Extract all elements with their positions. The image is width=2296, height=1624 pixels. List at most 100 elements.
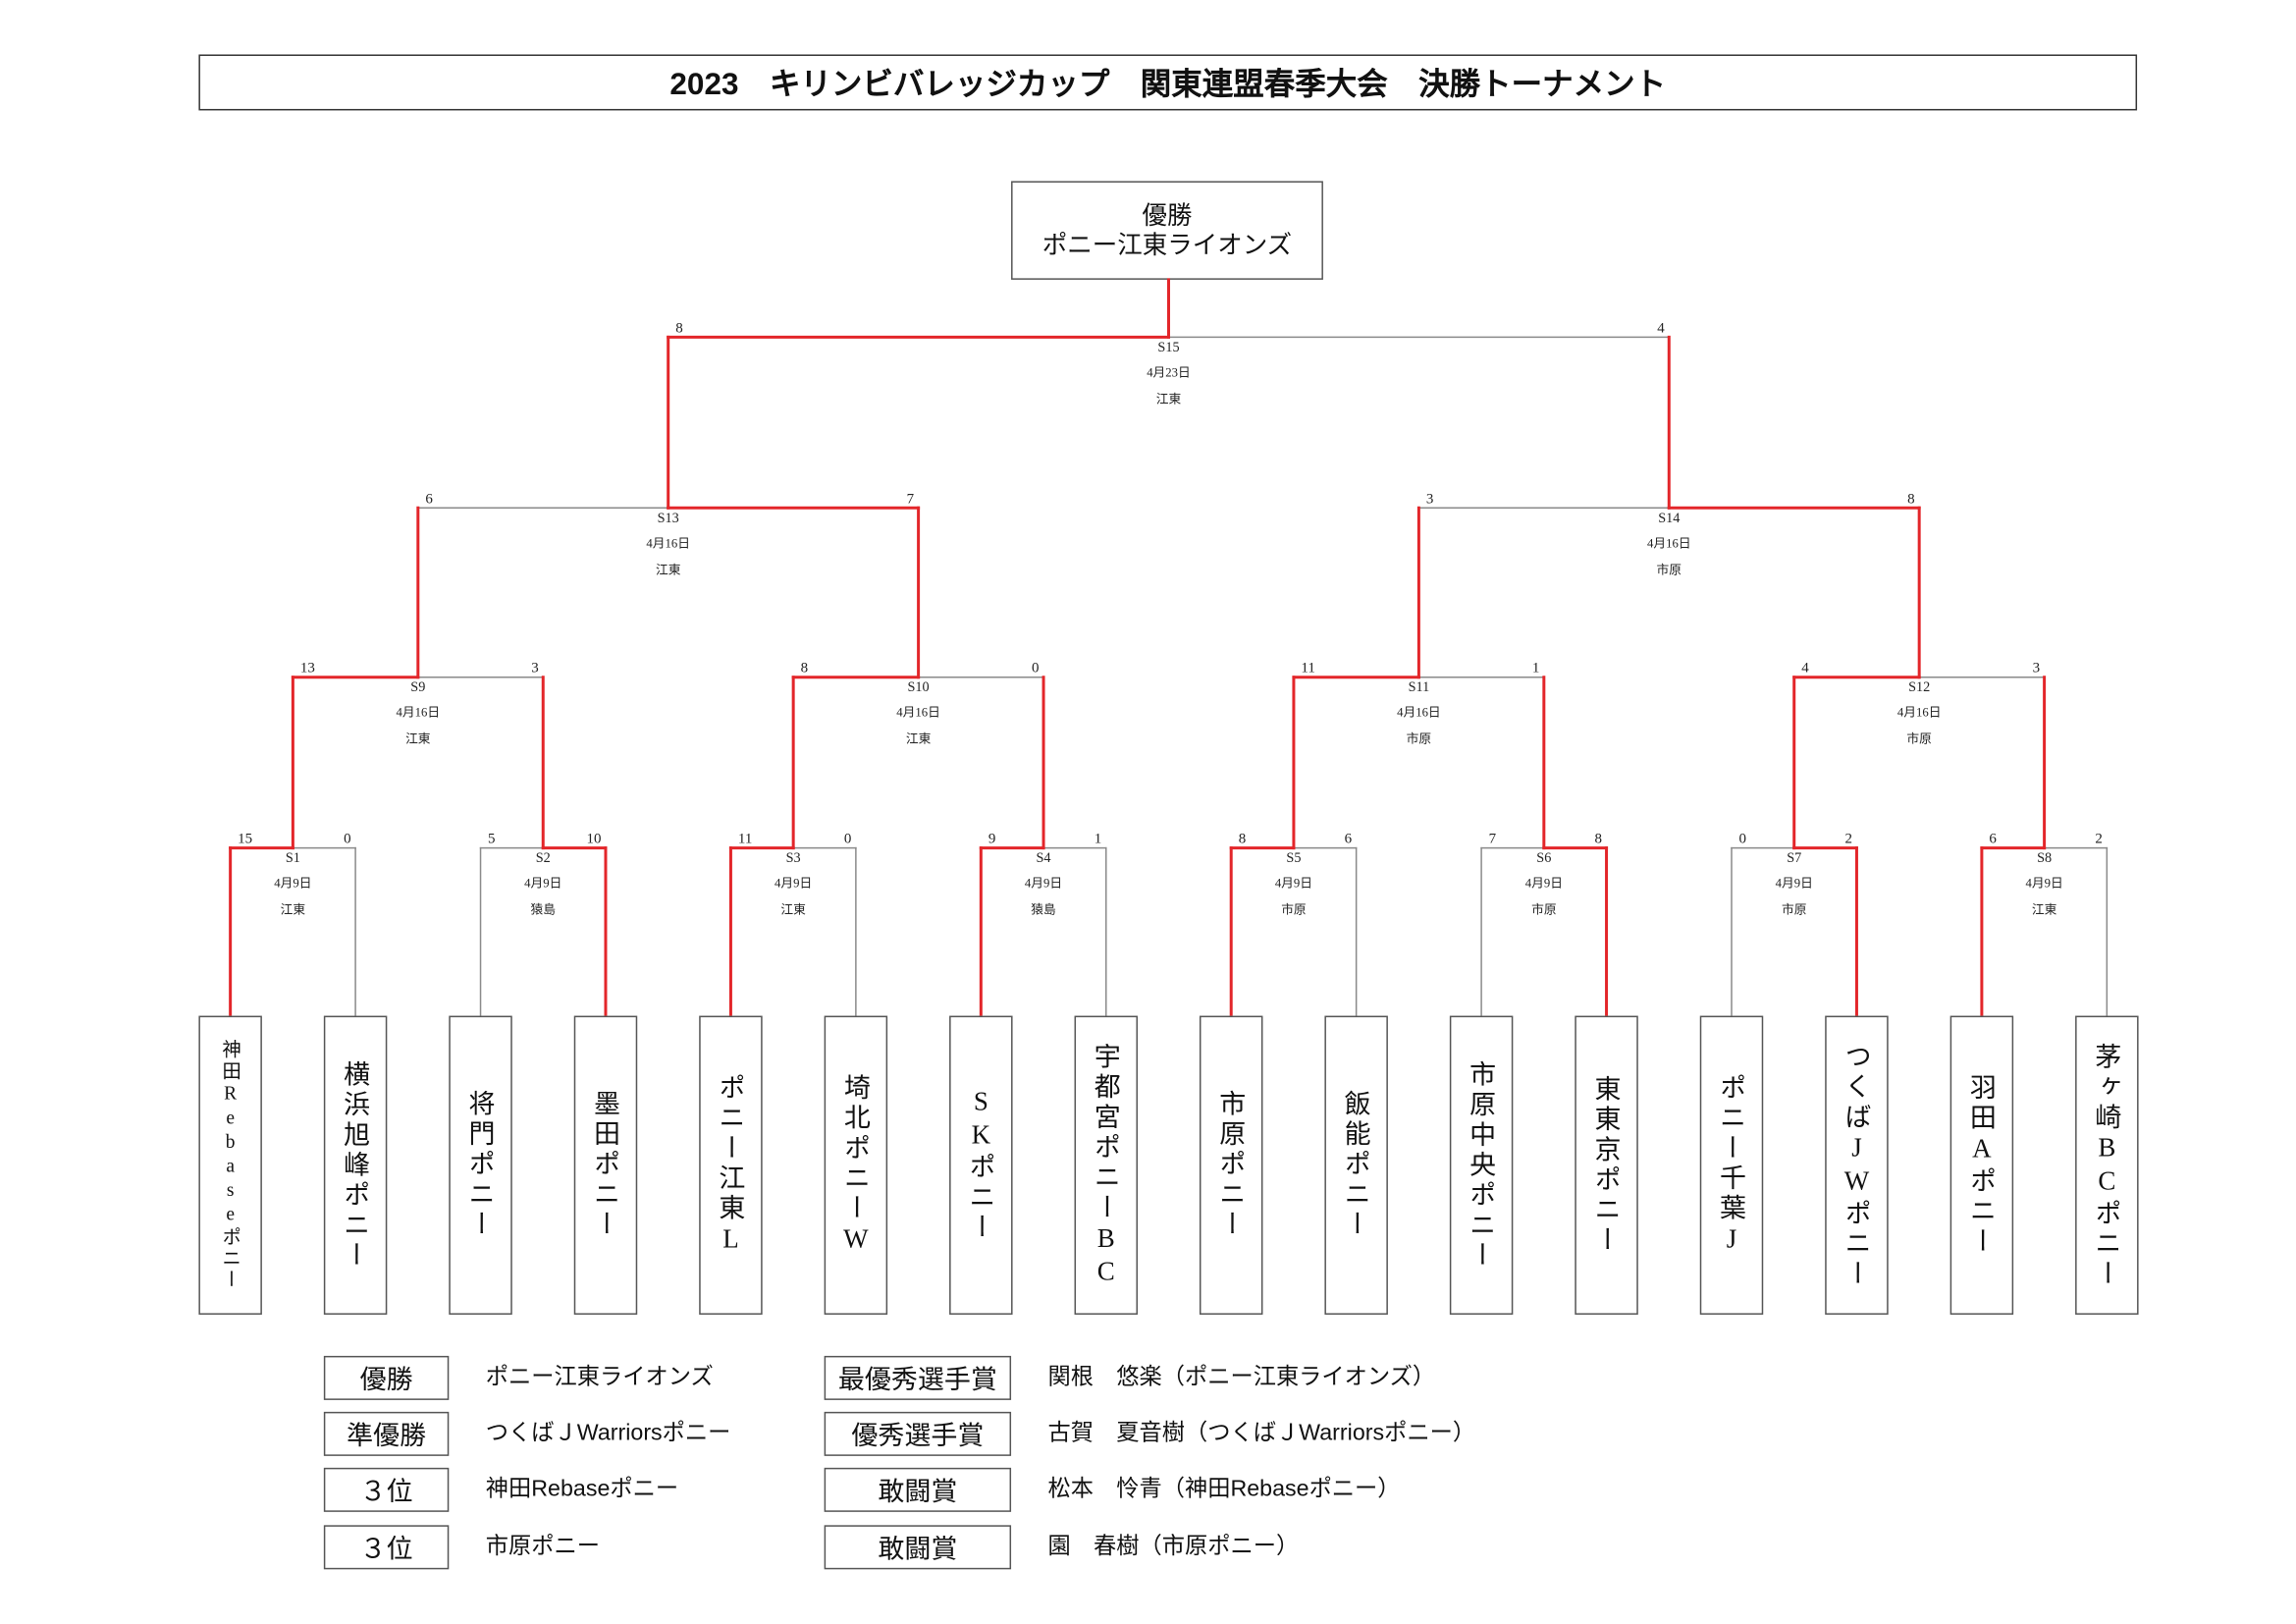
place-team: 神田Rebaseポニー — [485, 1476, 679, 1502]
match-date-label: 4月9日 — [2026, 877, 2063, 891]
awards-row: ３位 市原ポニー 敢闘賞 園 春樹（市原ポニー） — [0, 1525, 2296, 1570]
team-name: 羽田Aポニー — [1966, 1073, 1997, 1258]
award-label: 敢闘賞 — [878, 1476, 958, 1506]
score-right-label: 2 — [2095, 832, 2102, 847]
award-player: 関根 悠楽（ポニー江東ライオンズ） — [1047, 1364, 1436, 1390]
team-name: 飯能ポニー — [1341, 1089, 1371, 1241]
score-left-label: 8 — [801, 661, 809, 677]
team-name: 茅ヶ崎BCポニー — [2092, 1041, 2122, 1289]
match-venue-label: 市原 — [1906, 731, 1931, 746]
score-right-label: 8 — [1595, 832, 1602, 847]
team-box: 茅ヶ崎BCポニー — [2075, 1015, 2139, 1315]
team-box: 将門ポニー — [449, 1015, 512, 1315]
team-box: 墨田ポニー — [573, 1015, 638, 1315]
match-id-label: S3 — [786, 850, 801, 866]
match-id-label: S2 — [536, 850, 551, 866]
place-label: ３位 — [359, 1476, 413, 1506]
team-box: 神田Rebaseポニー — [198, 1015, 262, 1315]
match-venue-label: 市原 — [1531, 902, 1556, 917]
score-right-label: 7 — [907, 491, 915, 507]
match-id-label: S5 — [1286, 850, 1301, 866]
team-name: ポニー千葉J — [1717, 1073, 1746, 1258]
team-box: 市原中央ポニー — [1449, 1015, 1514, 1315]
match-venue-label: 江東 — [780, 903, 806, 917]
team-box: 横浜旭峰ポニー — [323, 1015, 388, 1315]
award-label: 最優秀選手賞 — [837, 1364, 997, 1394]
match-id-label: S6 — [1536, 850, 1551, 866]
score-right-label: 4 — [1657, 320, 1665, 336]
score-right-label: 1 — [1095, 832, 1102, 847]
team-box: 羽田Aポニー — [1949, 1015, 2014, 1315]
match-date-label: 4月16日 — [1397, 706, 1441, 720]
match-date-label: 4月9日 — [274, 877, 311, 891]
place-box: 準優勝 — [323, 1411, 450, 1456]
score-right-label: 2 — [1844, 832, 1851, 847]
match-date-label: 4月9日 — [1776, 877, 1813, 891]
champion-box: 優勝 ポニー江東ライオンズ — [1011, 181, 1323, 280]
award-box: 敢闘賞 — [824, 1525, 1012, 1570]
team-name: 東東京ポニー — [1591, 1074, 1622, 1256]
match-date-label: 4月9日 — [524, 877, 561, 891]
team-name: 横浜旭峰ポニー — [341, 1059, 371, 1272]
score-right-label: 0 — [344, 832, 351, 847]
score-left-label: 8 — [1239, 832, 1247, 847]
team-box: 飯能ポニー — [1324, 1015, 1388, 1315]
match-date-label: 4月23日 — [1147, 365, 1191, 379]
match-id-label: S13 — [658, 511, 679, 526]
awards-row: 優勝 ポニー江東ライオンズ 最優秀選手賞 関根 悠楽（ポニー江東ライオンズ） — [0, 1355, 2296, 1400]
team-name: 市原中央ポニー — [1467, 1059, 1497, 1272]
match-date-label: 4月16日 — [1897, 706, 1942, 720]
match-venue-label: 市原 — [1657, 562, 1682, 576]
team-name: SKポニー — [966, 1086, 996, 1244]
team-box: SKポニー — [949, 1015, 1013, 1315]
team-name: 墨田ポニー — [590, 1089, 620, 1241]
champion-label: 優勝 — [1142, 200, 1193, 230]
award-player: 古賀 夏音樹（つくばＪWarriorsポニー） — [1047, 1420, 1476, 1446]
score-left-label: 7 — [1489, 832, 1497, 847]
match-id-label: S1 — [286, 850, 300, 866]
match-venue-label: 市原 — [1782, 902, 1806, 917]
team-name: つくばJWポニー — [1842, 1041, 1872, 1289]
score-right-label: 1 — [1532, 661, 1540, 677]
match-venue-label: 猿島 — [1031, 903, 1056, 917]
awards-row: ３位 神田Rebaseポニー 敢闘賞 松本 怜青（神田Rebaseポニー） — [0, 1467, 2296, 1512]
place-box: ３位 — [323, 1467, 450, 1512]
place-label: 準優勝 — [347, 1420, 427, 1450]
team-name: 将門ポニー — [465, 1089, 496, 1241]
match-id-label: S10 — [908, 679, 930, 695]
score-left-label: 8 — [675, 320, 683, 336]
score-left-label: 13 — [300, 661, 315, 677]
match-date-label: 4月16日 — [896, 706, 940, 720]
score-right-label: 6 — [1345, 832, 1353, 847]
match-id-label: S11 — [1409, 679, 1430, 695]
match-venue-label: 江東 — [405, 732, 431, 746]
match-venue-label: 江東 — [906, 732, 932, 746]
team-box: 市原ポニー — [1199, 1015, 1263, 1315]
award-player: 園 春樹（市原ポニー） — [1047, 1534, 1300, 1559]
team-box: ポニー千葉J — [1699, 1015, 1764, 1315]
team-name: 市原ポニー — [1216, 1089, 1247, 1241]
score-left-label: 3 — [1426, 491, 1434, 507]
award-box: 敢闘賞 — [824, 1467, 1012, 1512]
match-date-label: 4月9日 — [1275, 877, 1312, 891]
match-id-label: S9 — [410, 679, 425, 695]
score-right-label: 3 — [2033, 661, 2041, 677]
match-id-label: S7 — [1787, 850, 1801, 866]
score-left-label: 11 — [1301, 661, 1314, 677]
champion-team: ポニー江東ライオンズ — [1041, 230, 1293, 259]
match-id-label: S4 — [1037, 850, 1051, 866]
team-box: つくばJWポニー — [1825, 1015, 1889, 1315]
match-id-label: S14 — [1658, 511, 1680, 526]
place-label: ３位 — [359, 1534, 413, 1564]
match-venue-label: 江東 — [656, 563, 681, 576]
team-box: 埼北ポニーW — [824, 1015, 888, 1315]
score-left-label: 6 — [1989, 832, 1997, 847]
place-team: つくばＪWarriorsポニー — [485, 1420, 731, 1446]
team-name: 埼北ポニーW — [840, 1073, 871, 1258]
match-venue-label: 江東 — [2032, 903, 2057, 917]
place-team: ポニー江東ライオンズ — [485, 1364, 714, 1390]
team-name: ポニー江東L — [716, 1073, 746, 1258]
award-player: 松本 怜青（神田Rebaseポニー） — [1047, 1476, 1401, 1502]
